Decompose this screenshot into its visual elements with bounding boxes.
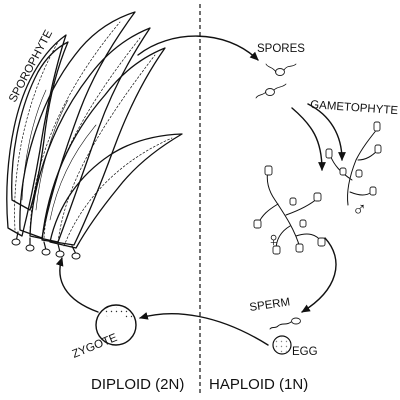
spores-label: SPORES bbox=[257, 43, 305, 55]
egg-label: EGG bbox=[292, 346, 318, 358]
arrow-spores-to-male-gametophyte bbox=[307, 103, 346, 161]
holdfast-cluster bbox=[11, 238, 81, 260]
arrow-fertilization-to-zygote bbox=[139, 312, 269, 346]
male-symbol: ♂ bbox=[352, 199, 367, 221]
arrow-zygote-to-sporophyte bbox=[55, 257, 99, 313]
cycle-arrows bbox=[55, 35, 346, 346]
sporophyte-illustration bbox=[6, 11, 183, 260]
zygote-illustration bbox=[95, 304, 137, 346]
sporophyte-label: SPOROPHYTE bbox=[7, 28, 55, 104]
arrow-gametophyte-to-gametes bbox=[301, 237, 337, 313]
sperm-label: SPERM bbox=[249, 296, 291, 314]
haploid-label: HAPLOID (1N) bbox=[209, 376, 308, 393]
spores-illustration bbox=[255, 63, 297, 99]
arrow-sporophyte-to-spores bbox=[137, 35, 259, 61]
diploid-label: DIPLOID (2N) bbox=[91, 376, 184, 393]
male-gametophyte-illustration bbox=[325, 121, 382, 206]
female-symbol: ♀ bbox=[266, 229, 281, 251]
female-gametophyte-illustration bbox=[253, 165, 326, 255]
arrow-spores-to-female-gametophyte bbox=[291, 107, 326, 171]
zygote-label: ZYGOTE bbox=[71, 332, 120, 361]
sperm-illustration bbox=[269, 317, 301, 330]
egg-illustration bbox=[272, 335, 292, 355]
